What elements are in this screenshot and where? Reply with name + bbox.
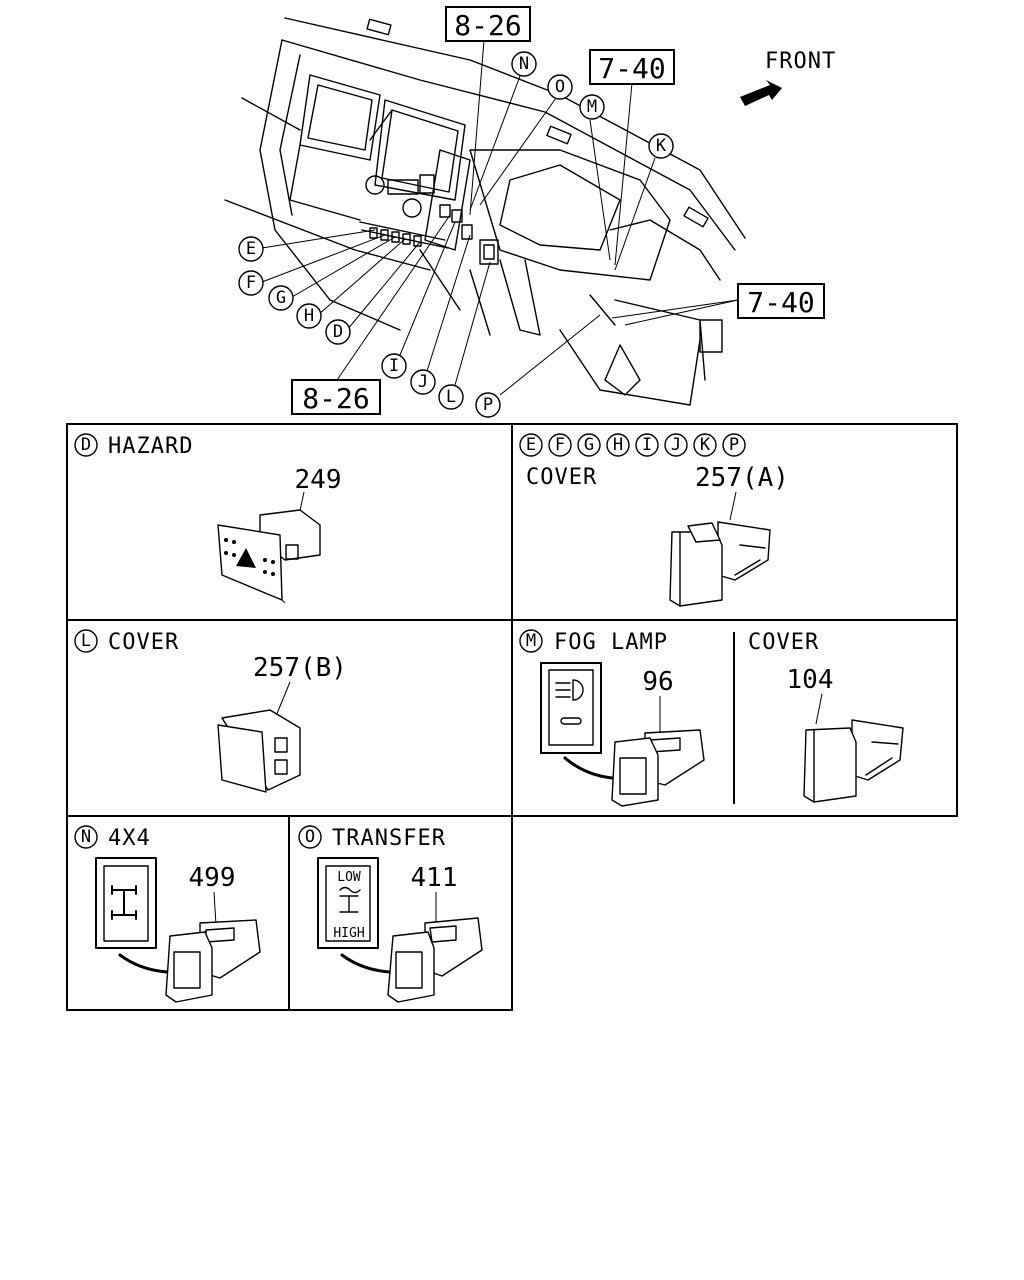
callout-letter: P — [483, 395, 493, 415]
ref-label: 7-40 — [747, 286, 814, 319]
panel-letter: F — [555, 435, 565, 455]
panel-letter: O — [305, 827, 315, 847]
callout-letter: I — [389, 356, 399, 376]
panel-letter: L — [81, 631, 91, 651]
callout-letter: M — [587, 97, 597, 117]
ref-box-7-40-top[interactable]: 7-40 — [589, 49, 675, 85]
panel-title: FOG LAMP — [554, 630, 668, 655]
ref-box-8-26-top[interactable]: 8-26 — [445, 6, 531, 42]
cover-a-drawing — [669, 521, 771, 607]
transfer-low-label: LOW — [337, 870, 361, 885]
callout-letter: J — [418, 372, 428, 392]
panel-letter: G — [584, 435, 594, 455]
callout-letter: G — [276, 288, 286, 308]
callout-letter: E — [246, 239, 256, 259]
dashboard-illustration — [224, 17, 782, 406]
callout-f[interactable]: F — [238, 270, 264, 296]
callout-n[interactable]: N — [511, 51, 537, 77]
cover-104-drawing — [803, 719, 904, 803]
part-number: 96 — [642, 667, 673, 697]
callout-l[interactable]: L — [438, 384, 464, 410]
transfer-icon: LOW HIGH — [317, 857, 379, 949]
part-number: 499 — [189, 863, 236, 893]
panel-letters: E F G H I J K P — [519, 433, 746, 457]
panel-letter: M — [526, 631, 536, 651]
panel-title: HAZARD — [108, 434, 193, 459]
panel-fog-lamp[interactable]: M FOG LAMP 96 COVER 104 — [519, 629, 904, 807]
callout-i[interactable]: I — [381, 353, 407, 379]
callout-m[interactable]: M — [579, 94, 605, 120]
callout-e[interactable]: E — [238, 236, 264, 262]
panel-letter: N — [81, 827, 91, 847]
callout-j[interactable]: J — [410, 369, 436, 395]
ref-box-8-26-bottom[interactable]: 8-26 — [291, 379, 381, 415]
panel-cover-a[interactable]: E F G H I J K P COVER 257(A) — [519, 433, 789, 607]
panel-letter: H — [613, 435, 623, 455]
part-number: 249 — [295, 465, 342, 495]
leader-lines — [261, 39, 739, 396]
callout-letter: N — [519, 54, 529, 74]
ref-label: 8-26 — [454, 9, 521, 42]
cover-title: COVER — [748, 630, 819, 655]
fog-lamp-icon — [540, 662, 602, 754]
part-number: 411 — [411, 863, 458, 893]
cover-part-number: 104 — [787, 665, 834, 695]
callout-letter: H — [304, 306, 314, 326]
callout-d[interactable]: D — [325, 319, 351, 345]
panel-letter: K — [700, 435, 711, 455]
callout-k[interactable]: K — [648, 133, 674, 159]
parts-grid — [66, 423, 958, 1011]
transfer-switch-drawing — [340, 917, 483, 1003]
front-label: FRONT — [765, 49, 836, 74]
part-number: 257(B) — [253, 653, 347, 683]
panel-letter: E — [526, 435, 536, 455]
4x4-icon — [95, 857, 157, 949]
panel-title: TRANSFER — [332, 826, 446, 851]
panel-letter: I — [642, 435, 652, 455]
callout-p[interactable]: P — [475, 392, 501, 418]
panel-title: COVER — [526, 465, 597, 490]
callout-g[interactable]: G — [268, 285, 294, 311]
fog-lamp-switch-drawing — [563, 729, 705, 807]
callout-letter: D — [333, 322, 343, 342]
4x4-switch-drawing — [118, 919, 261, 1003]
panel-title: 4X4 — [108, 826, 151, 851]
callout-o[interactable]: O — [547, 74, 573, 100]
panel-letter: J — [671, 435, 681, 455]
panel-4x4[interactable]: N 4X4 499 — [74, 825, 261, 1003]
panel-letter: P — [729, 435, 739, 455]
ref-label: 7-40 — [598, 52, 665, 85]
part-number: 257(A) — [695, 463, 789, 493]
callout-letter: L — [446, 387, 456, 407]
ref-box-7-40-right[interactable]: 7-40 — [737, 283, 825, 319]
callout-h[interactable]: H — [296, 303, 322, 329]
panel-title: COVER — [108, 630, 179, 655]
cover-b-drawing — [217, 709, 301, 793]
callout-letter: F — [246, 273, 256, 293]
panel-cover-b[interactable]: L COVER 257(B) — [74, 629, 347, 793]
callout-letter: K — [656, 136, 667, 156]
callout-letter: O — [555, 77, 565, 97]
transfer-high-label: HIGH — [333, 926, 364, 941]
ref-label: 8-26 — [302, 382, 369, 415]
panel-letter: D — [81, 435, 91, 455]
panel-hazard[interactable]: D HAZARD 249 — [74, 433, 342, 604]
panel-transfer[interactable]: O TRANSFER 411 LOW HIGH — [298, 825, 483, 1003]
hazard-switch-drawing — [217, 509, 321, 604]
